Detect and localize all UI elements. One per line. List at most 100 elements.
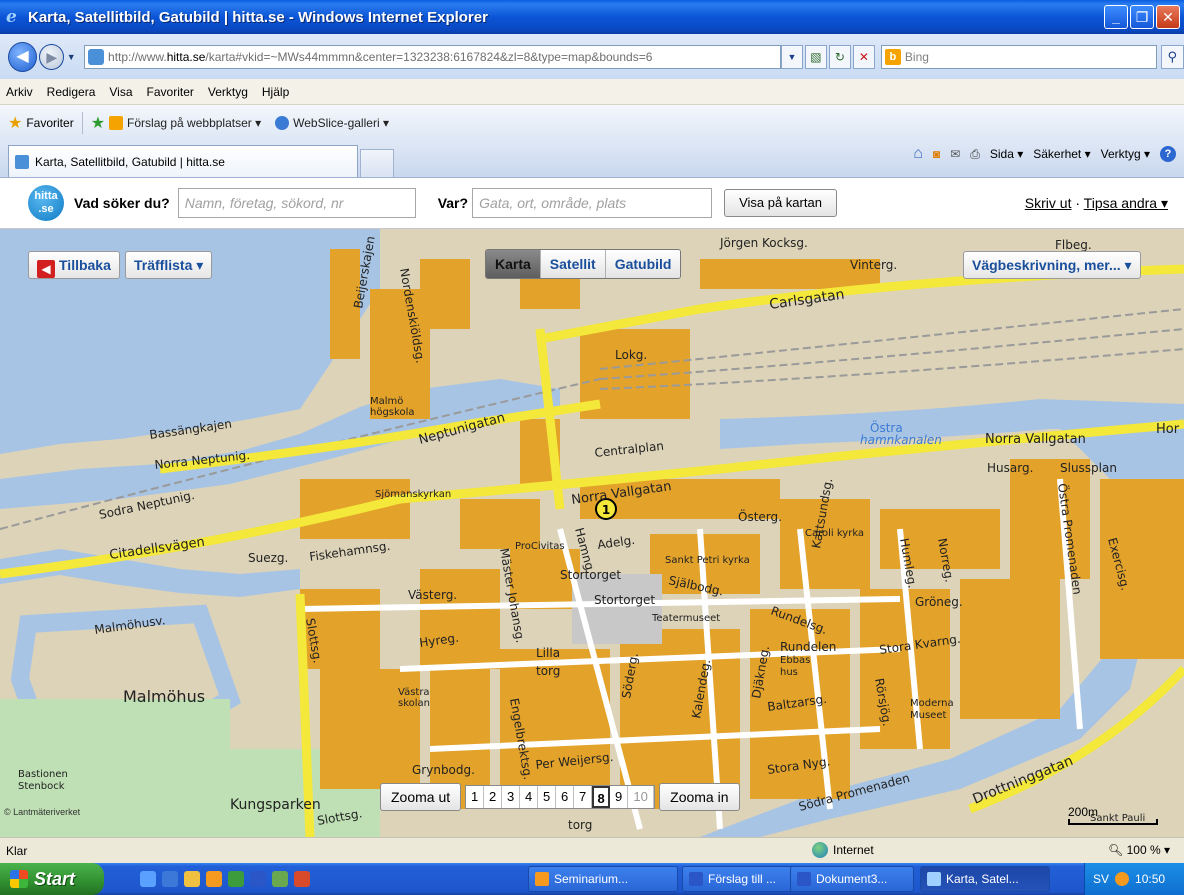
address-row: ◀ ▶ ▼ http://www.hitta.se/karta#vkid=~MW… xyxy=(0,34,1184,79)
directions-button[interactable]: Vägbeskrivning, mer... ▾ xyxy=(963,251,1141,279)
where-input[interactable]: Gata, ort, område, plats xyxy=(472,188,713,218)
url-rest: /karta#vkid=~MWs44mmmn&center=1323238:61… xyxy=(205,49,653,64)
search-icon[interactable]: ⚲ xyxy=(1160,44,1184,69)
what-input[interactable]: Namn, företag, sökord, nr xyxy=(177,188,416,218)
zoom-out-button[interactable]: Zooma ut xyxy=(380,783,462,811)
tab-active[interactable]: Karta, Satellitbild, Gatubild | hitta.se xyxy=(8,145,358,177)
zoom-in-button[interactable]: Zooma in xyxy=(659,783,740,811)
zoom-level-9[interactable]: 9 xyxy=(610,786,629,808)
page-menu[interactable]: Sida ▾ xyxy=(989,147,1024,161)
feeds-icon[interactable]: ◙ xyxy=(932,147,941,161)
label-ebbas-1: Ebbas xyxy=(780,655,810,666)
language-indicator[interactable]: SV xyxy=(1093,872,1110,886)
maximize-button[interactable]: ❐ xyxy=(1130,5,1154,29)
menu-redigera[interactable]: Redigera xyxy=(46,84,96,99)
favorite-link-suggested[interactable]: Förslag på webbplatser ▾ xyxy=(109,116,261,130)
map-type-gatubild[interactable]: Gatubild xyxy=(604,250,681,278)
back-button[interactable]: ◀ xyxy=(8,41,38,72)
start-label: Start xyxy=(34,868,76,889)
menu-hjalp[interactable]: Hjälp xyxy=(261,84,290,99)
quick-launch xyxy=(140,871,310,887)
window-title-bar[interactable]: e Karta, Satellitbild, Gatubild | hitta.… xyxy=(0,0,1184,34)
zoom-level-2[interactable]: 2 xyxy=(484,786,503,808)
ie-quick-icon[interactable] xyxy=(140,871,156,887)
zoom-level-5[interactable]: 5 xyxy=(538,786,557,808)
task-karta-label: Karta, Satel... xyxy=(946,872,1019,886)
close-button[interactable]: ✕ xyxy=(1156,5,1180,29)
hitta-logo[interactable]: hitta .se xyxy=(28,185,64,221)
map-scale-label: 200m xyxy=(1068,805,1099,819)
minimize-button[interactable]: _ xyxy=(1104,5,1128,29)
zoom-level-8[interactable]: 8 xyxy=(592,786,611,808)
task-word-icon xyxy=(689,872,703,886)
zoom-level-1[interactable]: 1 xyxy=(466,786,485,808)
menu-visa[interactable]: Visa xyxy=(109,84,133,99)
zoom-level-7[interactable]: 7 xyxy=(574,786,593,808)
refresh-icon[interactable]: ↻ xyxy=(828,44,851,69)
label-suezg: Suezg. xyxy=(248,551,288,565)
map-type-satellit[interactable]: Satellit xyxy=(539,250,605,278)
page-zoom[interactable]: 🔍︎ 100 % ▾ xyxy=(1108,843,1170,857)
label-lilla-torg-1: Lilla xyxy=(536,646,560,660)
home-icon[interactable]: ⌂ xyxy=(913,145,923,162)
folder-quick-icon[interactable] xyxy=(184,871,200,887)
map-type-switcher: Karta Satellit Gatubild xyxy=(485,249,682,279)
history-dropdown-icon[interactable]: ▼ xyxy=(66,51,76,62)
label-moderna-2: Museet xyxy=(910,710,946,721)
label-husarg: Husarg. xyxy=(987,461,1033,475)
search-input[interactable]: b Bing xyxy=(880,44,1157,69)
print-link[interactable]: Skriv ut xyxy=(1024,195,1072,211)
favorites-star-icon[interactable]: ★ xyxy=(8,115,23,132)
results-list-button[interactable]: Träfflista ▾ xyxy=(125,251,213,279)
compatibility-icon[interactable]: ▧ xyxy=(804,44,827,69)
help-icon[interactable]: ? xyxy=(1160,146,1176,162)
excel-quick-icon[interactable] xyxy=(228,871,244,887)
menu-arkiv[interactable]: Arkiv xyxy=(6,84,33,99)
label-torg-s: torg xyxy=(568,818,592,832)
label-malmo-hogskola-1: Malmö xyxy=(370,396,403,407)
stop-icon[interactable]: ✕ xyxy=(852,44,875,69)
zoom-controls: Zooma ut 1 2 3 4 5 6 7 8 9 10 Zooma in xyxy=(380,783,740,811)
mail-icon[interactable]: ✉ xyxy=(950,147,961,161)
outlook-quick-icon[interactable] xyxy=(206,871,222,887)
back-to-results-button[interactable]: ◀Tillbaka xyxy=(28,251,120,279)
add-favorite-icon[interactable]: ★ xyxy=(90,115,106,132)
label-hor: Hor xyxy=(1156,422,1180,437)
address-dropdown-icon[interactable]: ▼ xyxy=(780,44,803,69)
zoom-level-3[interactable]: 3 xyxy=(502,786,521,808)
security-zone[interactable]: Internet xyxy=(812,842,874,858)
show-on-map-button[interactable]: Visa på kartan xyxy=(724,189,837,217)
zoom-level-4[interactable]: 4 xyxy=(520,786,539,808)
print-icon[interactable]: ⎙ xyxy=(970,146,980,161)
label-sjomans: Sjömanskyrkan xyxy=(375,489,451,500)
zoom-level-10[interactable]: 10 xyxy=(628,786,655,808)
task-dokument3[interactable]: Dokument3... xyxy=(790,866,914,892)
menu-favoriter[interactable]: Favoriter xyxy=(146,84,194,99)
new-tab-button[interactable] xyxy=(360,149,394,177)
label-stortorget: Stortorget xyxy=(594,593,655,607)
powerpoint-quick-icon[interactable] xyxy=(294,871,310,887)
menu-verktyg[interactable]: Verktyg xyxy=(207,84,248,99)
label-stortorget-g: Stortorget xyxy=(560,568,621,582)
word-quick-icon[interactable] xyxy=(250,871,266,887)
browser-quick-icon[interactable] xyxy=(162,871,178,887)
task-karta[interactable]: Karta, Satel... xyxy=(920,866,1050,892)
tray-icon[interactable] xyxy=(1115,872,1130,886)
clock[interactable]: 10:50 xyxy=(1135,872,1166,886)
map-type-karta[interactable]: Karta xyxy=(486,250,540,278)
media-quick-icon[interactable] xyxy=(272,871,288,887)
label-vastra-skolan-1: Västra xyxy=(398,687,430,698)
tip-link[interactable]: Tipsa andra ▾ xyxy=(1083,195,1168,211)
zoom-level-6[interactable]: 6 xyxy=(556,786,575,808)
search-placeholder: Bing xyxy=(904,49,929,64)
start-button[interactable]: Start xyxy=(0,863,104,895)
tools-menu[interactable]: Verktyg ▾ xyxy=(1100,147,1150,161)
label-bastionen-1: Bastionen xyxy=(18,769,68,780)
safety-menu[interactable]: Säkerhet ▾ xyxy=(1033,147,1091,161)
task-seminarium[interactable]: Seminarium... xyxy=(528,866,678,892)
map-canvas[interactable]: 1 Carlsgatan Jörgen Kocksg. Vinterg. Flb… xyxy=(0,229,1184,837)
forward-button[interactable]: ▶ xyxy=(39,43,65,70)
favorite-link-webslice[interactable]: WebSlice-galleri ▾ xyxy=(275,116,389,130)
favorites-button[interactable]: Favoriter xyxy=(26,116,74,130)
address-input[interactable]: http://www.hitta.se/karta#vkid=~MWs44mmm… xyxy=(84,44,781,69)
